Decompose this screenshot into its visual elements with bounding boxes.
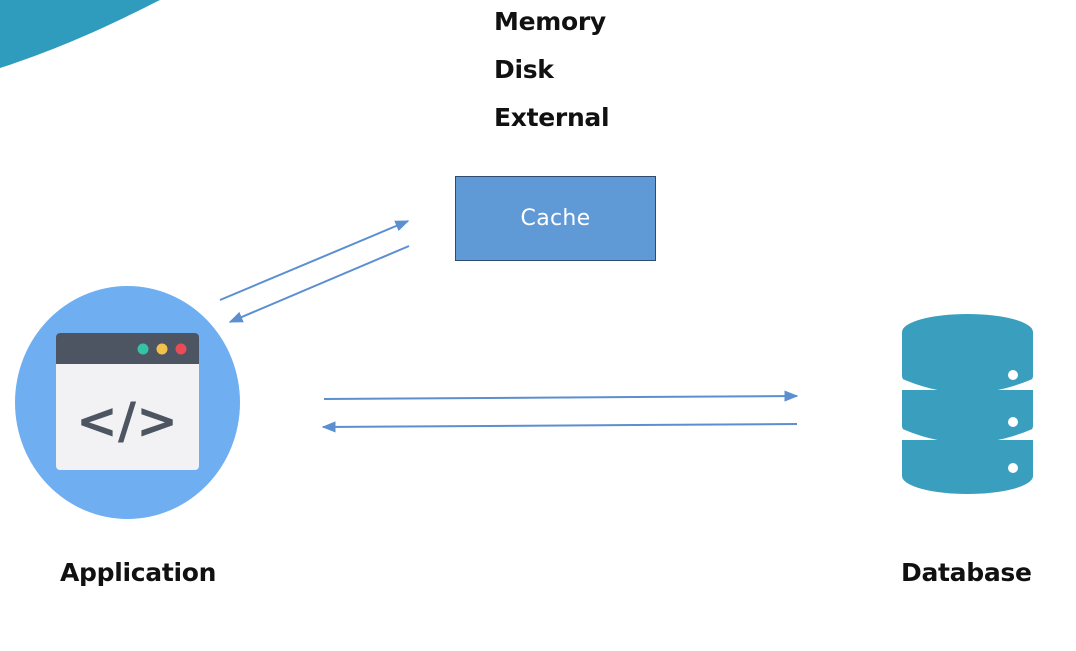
cache-label: Cache <box>520 206 591 231</box>
arrow-cache-to-app <box>228 245 410 323</box>
cache-type-external: External <box>494 103 610 132</box>
cache-types-list: Memory Disk External <box>494 4 610 148</box>
code-window-icon: </> <box>15 286 240 519</box>
database-label: Database <box>901 558 1032 587</box>
arrow-app-to-cache <box>219 220 410 301</box>
application-label: Application <box>60 558 217 587</box>
cache-type-memory: Memory <box>494 7 606 36</box>
corner-decoration <box>0 0 160 68</box>
arrow-app-to-database <box>323 390 799 402</box>
cache-box: Cache <box>455 176 656 261</box>
code-glyph: </> <box>76 392 178 450</box>
cache-type-disk: Disk <box>494 55 554 84</box>
arrow-database-to-app <box>321 421 798 433</box>
database-icon <box>900 314 1035 494</box>
